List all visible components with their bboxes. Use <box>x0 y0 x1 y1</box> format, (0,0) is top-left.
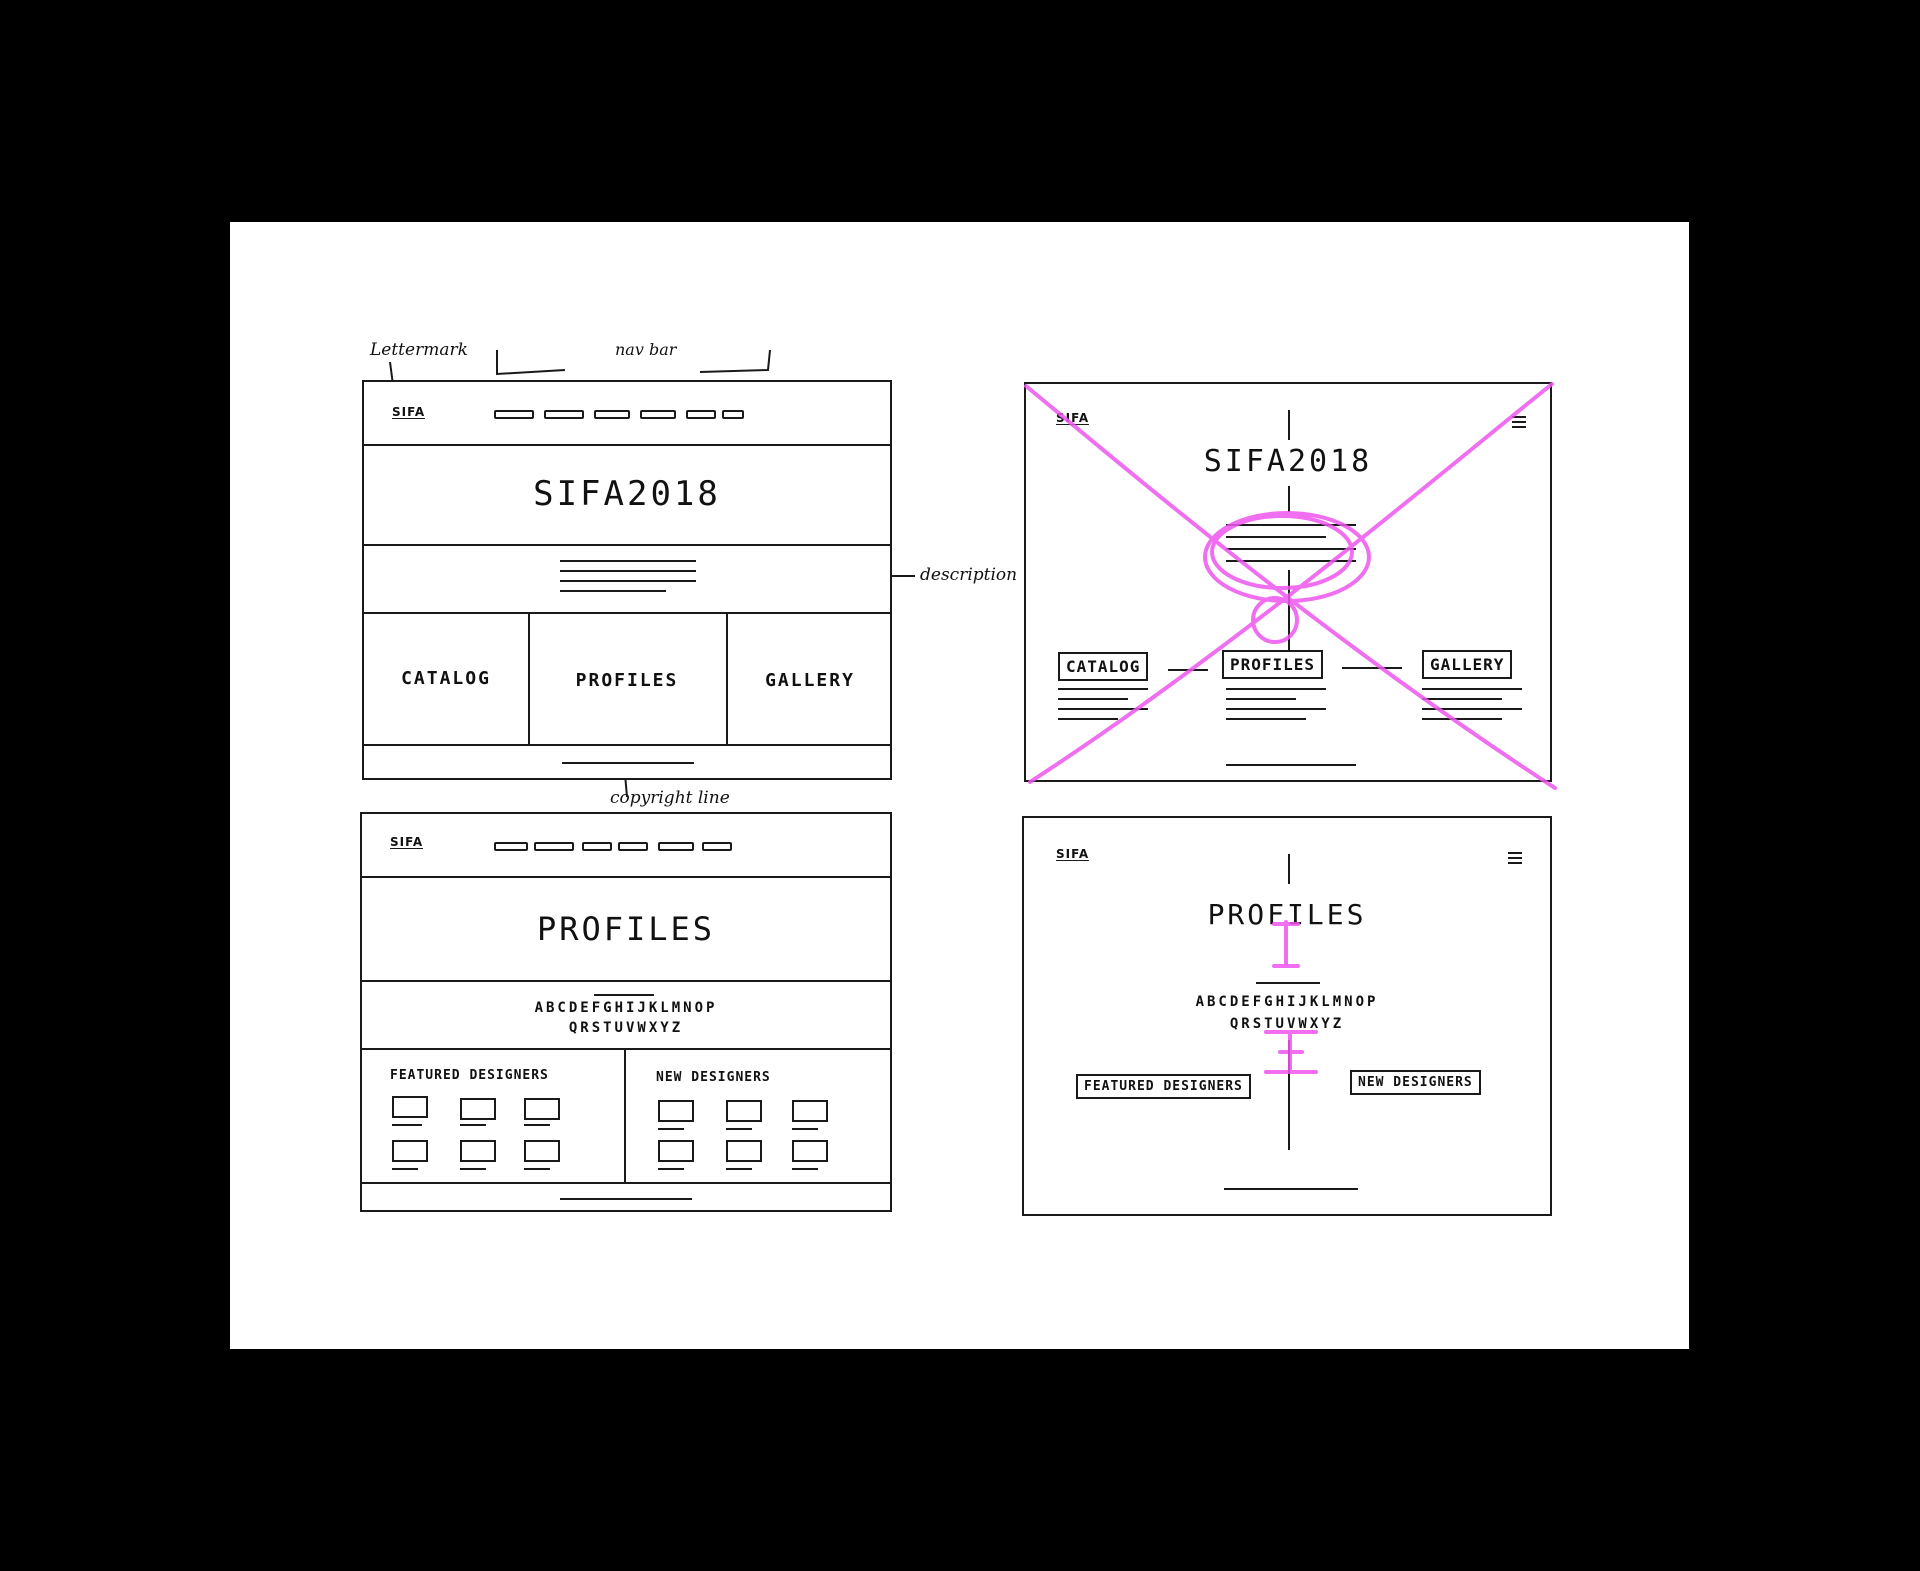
divider <box>362 1048 890 1050</box>
divider <box>364 612 890 614</box>
column-divider <box>528 612 530 744</box>
logo: SIFA <box>392 405 426 419</box>
annotation-copyright-line: copyright line <box>610 788 730 808</box>
copyright-line <box>562 762 694 764</box>
divider <box>362 876 890 878</box>
featured-designers-heading: FEATURED DESIGNERS <box>390 1068 549 1083</box>
nav-item <box>658 842 694 851</box>
section-gallery: GALLERY <box>765 670 855 691</box>
wireframe-desktop-profiles: SIFA PROFILES ABCDEFGHIJKLMNOP QRSTUVWXY… <box>360 812 892 1212</box>
copyright-line <box>1226 764 1356 766</box>
page-title: PROFILES <box>1207 898 1367 931</box>
alphabet-filter-row-1[interactable]: ABCDEFGHIJKLMNOP <box>1195 994 1379 1010</box>
nav-item <box>582 842 612 851</box>
nav-item <box>618 842 648 851</box>
nav-item <box>640 410 676 419</box>
nav-item <box>494 842 528 851</box>
nav-item <box>686 410 716 419</box>
alphabet-filter-row-2[interactable]: QRSTUVWXYZ <box>568 1020 684 1036</box>
nav-item <box>594 410 630 419</box>
logo: SIFA <box>390 835 424 849</box>
column-divider <box>624 1048 626 1182</box>
designer-thumbnail[interactable] <box>792 1140 828 1162</box>
designer-thumbnail[interactable] <box>524 1098 560 1120</box>
annotation-description: description <box>920 565 1018 585</box>
section-gallery: GALLERY <box>1422 650 1513 679</box>
page-title: SIFA2018 <box>1203 444 1373 479</box>
designer-thumbnail[interactable] <box>460 1140 496 1162</box>
section-catalog: CATALOG <box>401 668 491 689</box>
axis-line <box>1288 854 1290 884</box>
annotation-nav-bar: nav bar <box>615 340 677 359</box>
sketch-paper: Lettermark nav bar description copyright… <box>230 222 1689 1349</box>
designer-thumbnail[interactable] <box>658 1140 694 1162</box>
divider <box>364 544 890 546</box>
alphabet-filter-row-2[interactable]: QRSTUVWXYZ <box>1229 1016 1345 1032</box>
column-divider <box>726 612 728 744</box>
new-designers-button[interactable]: NEW DESIGNERS <box>1350 1070 1481 1095</box>
wireframe-minimal-profiles: SIFA PROFILES ABCDEFGHIJKLMNOP QRSTUVWXY… <box>1022 816 1552 1216</box>
designer-thumbnail[interactable] <box>524 1140 560 1162</box>
nav-item <box>722 410 744 419</box>
designer-thumbnail[interactable] <box>392 1096 428 1118</box>
designer-thumbnail[interactable] <box>392 1140 428 1162</box>
nav-item <box>494 410 534 419</box>
section-profiles: PROFILES <box>575 670 679 691</box>
hamburger-menu-icon <box>1512 416 1526 431</box>
annotation-lettermark: Lettermark <box>370 340 468 360</box>
page-title: SIFA2018 <box>533 474 721 514</box>
axis-line <box>1288 1040 1290 1150</box>
nav-item <box>534 842 574 851</box>
divider <box>364 444 890 446</box>
nav-item <box>544 410 584 419</box>
designer-thumbnail[interactable] <box>460 1098 496 1120</box>
copyright-line <box>1224 1188 1358 1190</box>
logo: SIFA <box>1056 847 1090 861</box>
new-designers-heading: NEW DESIGNERS <box>656 1070 771 1085</box>
alphabet-filter-row-1[interactable]: ABCDEFGHIJKLMNOP <box>534 1000 718 1016</box>
divider <box>362 1182 890 1184</box>
designer-thumbnail[interactable] <box>658 1100 694 1122</box>
section-catalog: CATALOG <box>1058 652 1149 681</box>
axis-line <box>1288 570 1290 656</box>
wireframe-desktop-home: SIFA SIFA2018 CATALOG PROFILES GALLERY <box>362 380 892 780</box>
designer-thumbnail[interactable] <box>726 1100 762 1122</box>
designer-thumbnail[interactable] <box>726 1140 762 1162</box>
nav-item <box>702 842 732 851</box>
divider <box>364 744 890 746</box>
designer-thumbnail[interactable] <box>792 1100 828 1122</box>
featured-designers-button[interactable]: FEATURED DESIGNERS <box>1076 1074 1251 1099</box>
page-title: PROFILES <box>536 910 716 948</box>
copyright-line <box>560 1198 692 1200</box>
wireframe-minimal-home: SIFA SIFA2018 CATALOG PROFILES GALLERY <box>1024 382 1552 782</box>
hamburger-menu-icon <box>1508 852 1522 867</box>
divider <box>362 980 890 982</box>
axis-line <box>1288 486 1290 512</box>
logo: SIFA <box>1056 411 1090 425</box>
section-profiles: PROFILES <box>1222 650 1324 679</box>
axis-line <box>1288 410 1290 440</box>
